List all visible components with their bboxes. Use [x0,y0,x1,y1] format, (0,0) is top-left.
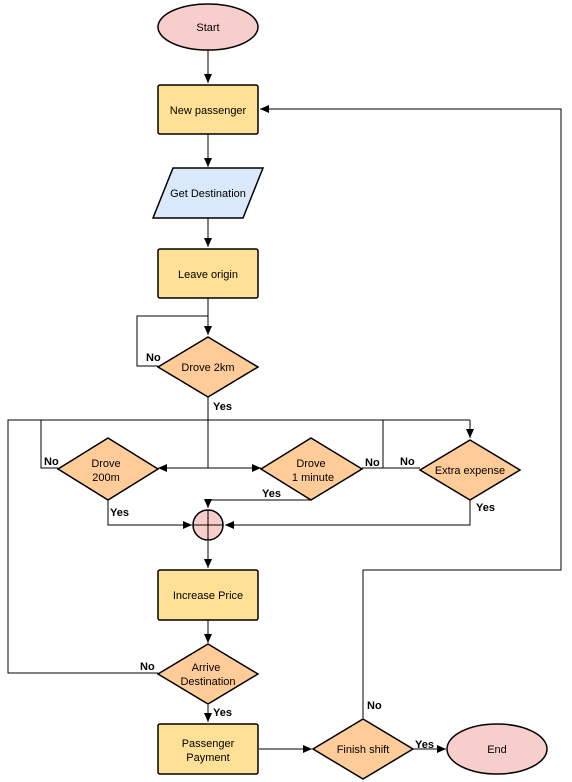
end-shape [446,723,548,775]
label-yes-200m: Yes [110,507,129,519]
label-yes-arrive: Yes [213,707,232,719]
edge-drove-200m-yes [107,498,192,529]
leave-origin-shape [157,248,259,299]
drove-200m-node: Drove 200m [56,437,160,501]
new-passenger-node: New passenger [157,84,259,135]
drove-1min-shape [259,437,364,501]
label-no-finish: No [367,700,382,712]
start-label: Start [196,22,219,34]
arrive-destination-shape [156,643,260,705]
extra-expense-shape [418,439,522,501]
increase-price-node: Increase Price [157,569,259,621]
label-yes-extra: Yes [476,502,495,514]
new-passenger-shape [157,84,259,135]
get-destination-shape [151,167,265,219]
end-node: End [446,723,548,775]
drove-1min-label-line1: Drove [296,458,325,470]
merge-cross [193,510,223,540]
leave-origin-node: Leave origin [157,248,259,299]
finish-shift-shape [311,718,415,780]
end-label: End [487,744,507,756]
start-shape [157,3,259,51]
edge-drove-2km-no-loop [136,315,208,367]
passenger-payment-label-line1: Passenger [182,738,235,750]
finish-shift-label: Finish shift [337,744,390,756]
edge-arrive-no-loop [7,419,158,674]
drove-1min-label-line2: 1 minute [292,472,334,484]
extra-expense-label: Extra expense [435,465,505,477]
label-no-extra: No [400,456,415,468]
label-no-200m: No [44,456,59,468]
label-yes-2km: Yes [213,401,232,413]
edge-extra-expense-yes [225,500,471,529]
label-no-arrive: No [140,661,155,673]
arrive-destination-label-line1: Arrive [192,662,221,674]
edge-labels: No Yes No Yes No Yes No Yes No Yes No Ye… [44,352,495,751]
leave-origin-label: Leave origin [178,269,238,281]
arrive-destination-node: Arrive Destination [156,643,260,705]
edges [7,50,562,753]
drove-200m-label-line1: Drove [91,458,120,470]
label-no-2km: No [146,352,161,364]
new-passenger-label: New passenger [170,105,247,117]
merge-node [192,509,224,541]
increase-price-label: Increase Price [173,590,243,602]
finish-shift-node: Finish shift [311,718,415,780]
drove-2km-node: Drove 2km [156,336,260,398]
start-node: Start [157,3,259,51]
drove-200m-shape [56,437,160,501]
passenger-payment-node: Passenger Payment [157,723,259,775]
passenger-payment-shape [157,723,259,775]
label-no-1min: No [365,457,380,469]
extra-expense-node: Extra expense [418,439,522,501]
get-destination-label: Get Destination [170,188,246,200]
get-destination-node: Get Destination [151,167,265,219]
drove-1min-node: Drove 1 minute [259,437,364,501]
edge-drove-1min-yes [204,498,312,508]
passenger-payment-label-line2: Payment [186,752,229,764]
drove-2km-shape [156,336,260,398]
increase-price-shape [157,569,259,621]
drove-2km-label: Drove 2km [181,362,234,374]
arrive-destination-label-line2: Destination [180,676,235,688]
edge-finish-shift-no-loop [260,105,562,718]
label-yes-1min: Yes [262,488,281,500]
drove-200m-label-line2: 200m [92,472,120,484]
label-yes-finish: Yes [415,739,434,751]
edge-drove-200m-no-loop [40,420,58,469]
